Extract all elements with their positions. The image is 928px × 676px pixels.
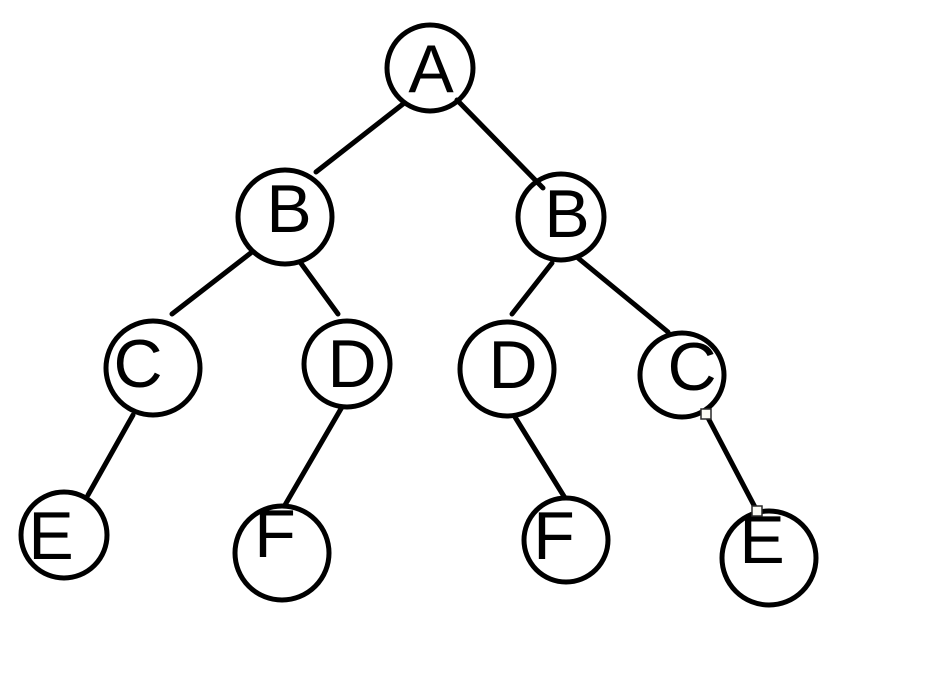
edge-a-b-left[interactable] (313, 101, 406, 175)
node-f-left[interactable] (232, 503, 332, 603)
node-d-right-label: D (488, 327, 537, 403)
node-d-left-label: D (327, 326, 376, 402)
node-a[interactable] (384, 22, 476, 114)
node-e-left-label: E (28, 498, 73, 574)
node-b-right[interactable] (515, 171, 607, 263)
node-a-label: A (408, 31, 454, 107)
node-c-left[interactable] (103, 318, 203, 418)
node-e-right[interactable] (719, 508, 819, 608)
node-c-right[interactable] (637, 330, 727, 420)
edge-b-left-d-left[interactable] (297, 259, 341, 317)
edge-endpoint-handle-top[interactable] (700, 408, 712, 420)
node-b-right-label: B (544, 176, 589, 252)
node-f-right[interactable] (521, 495, 611, 585)
node-b-left-label: B (266, 171, 311, 247)
edge-b-right-d-right[interactable] (509, 260, 555, 317)
node-b-left[interactable] (235, 167, 335, 267)
node-e-left[interactable] (18, 489, 110, 581)
node-c-right-label: C (667, 329, 716, 405)
node-c-left-label: C (113, 326, 162, 402)
edge-b-right-c-right[interactable] (575, 255, 671, 335)
handles-layer (700, 408, 763, 517)
edge-c-right-e-right-selected[interactable] (703, 411, 760, 514)
node-f-left-label: F (254, 496, 296, 572)
node-f-right-label: F (533, 498, 575, 574)
edge-d-left-f-left[interactable] (282, 404, 345, 508)
node-d-left[interactable] (301, 318, 393, 410)
edge-a-b-right[interactable] (454, 97, 546, 191)
nodes-layer (18, 22, 819, 608)
edges-layer (85, 97, 760, 514)
node-d-right[interactable] (457, 319, 557, 419)
edge-b-left-c-left[interactable] (169, 249, 255, 317)
edge-d-right-f-right[interactable] (512, 414, 568, 501)
edge-c-left-e-left[interactable] (85, 412, 136, 498)
edge-endpoint-handle-bottom[interactable] (751, 505, 763, 517)
